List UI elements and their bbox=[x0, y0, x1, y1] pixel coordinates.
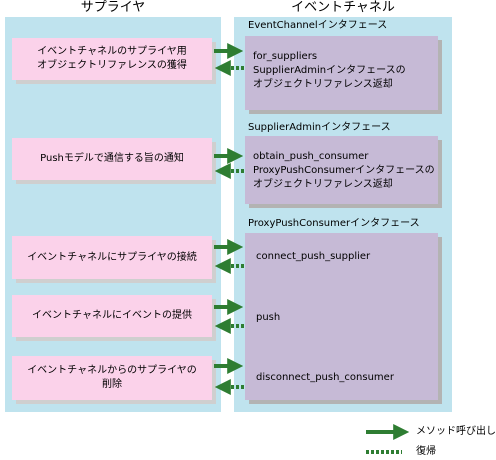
supplier-step-text: イベントチャネルからのサプライヤの bbox=[27, 365, 197, 376]
supplier-step-text: イベントチャネルにサプライヤの接続 bbox=[27, 251, 197, 263]
supplier-step-text: イベントチャネルにイベントの提供 bbox=[32, 310, 192, 321]
supplier-step-obtain-reference: イベントチャネルのサプライヤ用 オブジェクトリファレンスの獲得 bbox=[12, 38, 212, 80]
interface-label-event-channel: EventChannelインタフェース bbox=[248, 20, 388, 31]
method-name: for_suppliers bbox=[253, 51, 318, 62]
method-name: obtain_push_consumer bbox=[253, 151, 369, 162]
supplier-step-text: Pushモデルで通信する旨の通知 bbox=[40, 153, 184, 164]
supplier-step-connect: イベントチャネルにサプライヤの接続 bbox=[12, 236, 212, 279]
supplier-step-text: イベントチャネルのサプライヤ用 bbox=[37, 46, 187, 57]
method-name-disconnect-push-consumer: disconnect_push_consumer bbox=[256, 372, 394, 383]
supplier-step-text: 削除 bbox=[101, 379, 122, 390]
legend-return-label: 復帰 bbox=[416, 446, 436, 457]
supplier-step-text: オブジェクトリファレンスの獲得 bbox=[37, 60, 187, 71]
supplier-step-disconnect: イベントチャネルからのサプライヤの 削除 bbox=[12, 356, 212, 400]
channel-method-for-suppliers: for_suppliers SupplierAdminインタフェースの オブジェ… bbox=[245, 36, 438, 110]
interface-label-proxy-push-consumer: ProxyPushConsumerインタフェース bbox=[248, 218, 420, 229]
interface-label-supplier-admin: SupplierAdminインタフェース bbox=[248, 122, 391, 133]
channel-method-obtain-push-consumer: obtain_push_consumer ProxyPushConsumerイン… bbox=[245, 136, 438, 204]
supplier-step-provide-event: イベントチャネルにイベントの提供 bbox=[12, 295, 212, 337]
supplier-column-title: サプライヤ bbox=[80, 0, 146, 15]
method-return-text: SupplierAdminインタフェースの bbox=[253, 65, 406, 76]
method-return-text: ProxyPushConsumerインタフェースの bbox=[253, 165, 435, 176]
method-name-push: push bbox=[256, 312, 281, 323]
supplier-panel bbox=[5, 17, 221, 412]
method-return-text: オブジェクトリファレンス返却 bbox=[253, 79, 393, 90]
method-return-text: オブジェクトリファレンス返却 bbox=[253, 179, 393, 190]
method-name-connect-push-supplier: connect_push_supplier bbox=[256, 251, 371, 262]
supplier-step-push-model: Pushモデルで通信する旨の通知 bbox=[12, 138, 212, 180]
legend-method-call-label: メソッド呼び出し bbox=[416, 426, 496, 437]
channel-method-group-proxy-push-consumer: connect_push_supplier push disconnect_pu… bbox=[245, 233, 438, 400]
event-channel-column-title: イベントチャネル bbox=[291, 0, 395, 15]
